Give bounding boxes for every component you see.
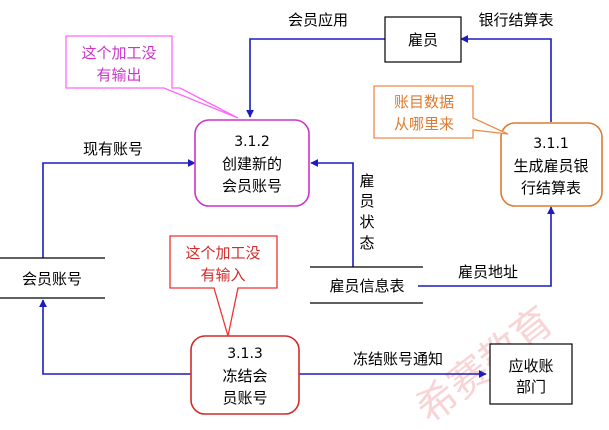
flow-labels: 会员应用 银行结算表 现有账号 雇 员 状 态 雇员地址 冻结账号通知	[83, 11, 554, 368]
store-member-account-label: 会员账号	[22, 270, 82, 288]
flow-label-employee-status-2: 员	[359, 192, 374, 210]
store-employee-info-label: 雇员信息表	[329, 277, 404, 295]
note-no-output-line2: 有输出	[96, 66, 141, 84]
process-3-1-1-name-1: 生成雇员银	[513, 157, 588, 175]
note-data-source-line2: 从哪里来	[394, 115, 454, 133]
process-3-1-3-id: 3.1.3	[227, 346, 263, 362]
flow-bank-statement	[460, 35, 552, 122]
process-3-1-2-name-2: 会员账号	[222, 177, 282, 195]
process-3-1-2: 3.1.2 创建新的 会员账号	[194, 119, 310, 207]
store-employee-info: 雇员信息表	[310, 266, 423, 304]
flow-label-freeze-notice: 冻结账号通知	[353, 350, 443, 368]
flow-label-member-app: 会员应用	[288, 11, 348, 29]
note-no-output-line1: 这个加工没	[81, 44, 156, 62]
flow-label-existing-account: 现有账号	[83, 140, 143, 158]
process-3-1-3-name-1: 冻结会	[222, 367, 267, 385]
process-3-1-1: 3.1.1 生成雇员银 行结算表	[500, 122, 603, 207]
flow-label-bank-statement: 银行结算表	[478, 11, 553, 29]
flow-freeze-to-account	[39, 299, 191, 375]
flow-employee-status	[310, 159, 354, 267]
flow-label-employee-status-3: 状	[359, 213, 374, 231]
flow-label-employee-status-1: 雇	[359, 172, 374, 190]
note-no-input-line1: 这个加工没	[185, 244, 260, 262]
entity-employee-label: 雇员	[408, 31, 438, 49]
flow-member-application	[246, 38, 385, 118]
process-3-1-3-name-2: 员账号	[222, 389, 267, 407]
note-no-output: 这个加工没 有输出	[65, 35, 239, 119]
store-member-account: 会员账号	[0, 257, 105, 299]
process-3-1-1-name-2: 行结算表	[521, 179, 581, 197]
flow-employee-address	[418, 206, 555, 287]
flow-label-employee-address: 雇员地址	[458, 263, 518, 281]
flows	[39, 35, 555, 378]
process-3-1-2-id: 3.1.2	[234, 134, 270, 150]
note-data-source: 账目数据 从哪里来	[373, 85, 509, 139]
note-data-source-line1: 账目数据	[394, 93, 454, 111]
entity-ar-dept-label-2: 部门	[516, 378, 546, 396]
process-3-1-3: 3.1.3 冻结会 员账号	[190, 335, 300, 415]
entity-ar-dept: 应收账 部门	[489, 343, 573, 405]
entity-ar-dept-label-1: 应收账	[508, 357, 553, 375]
note-no-input: 这个加工没 有输入	[169, 235, 278, 337]
note-no-input-line2: 有输入	[200, 266, 245, 284]
process-3-1-2-name-1: 创建新的	[222, 155, 282, 173]
flow-existing-account	[42, 159, 196, 258]
entity-employee: 雇员	[384, 16, 462, 63]
process-3-1-1-id: 3.1.1	[533, 136, 569, 152]
flow-label-employee-status-4: 态	[359, 234, 374, 252]
